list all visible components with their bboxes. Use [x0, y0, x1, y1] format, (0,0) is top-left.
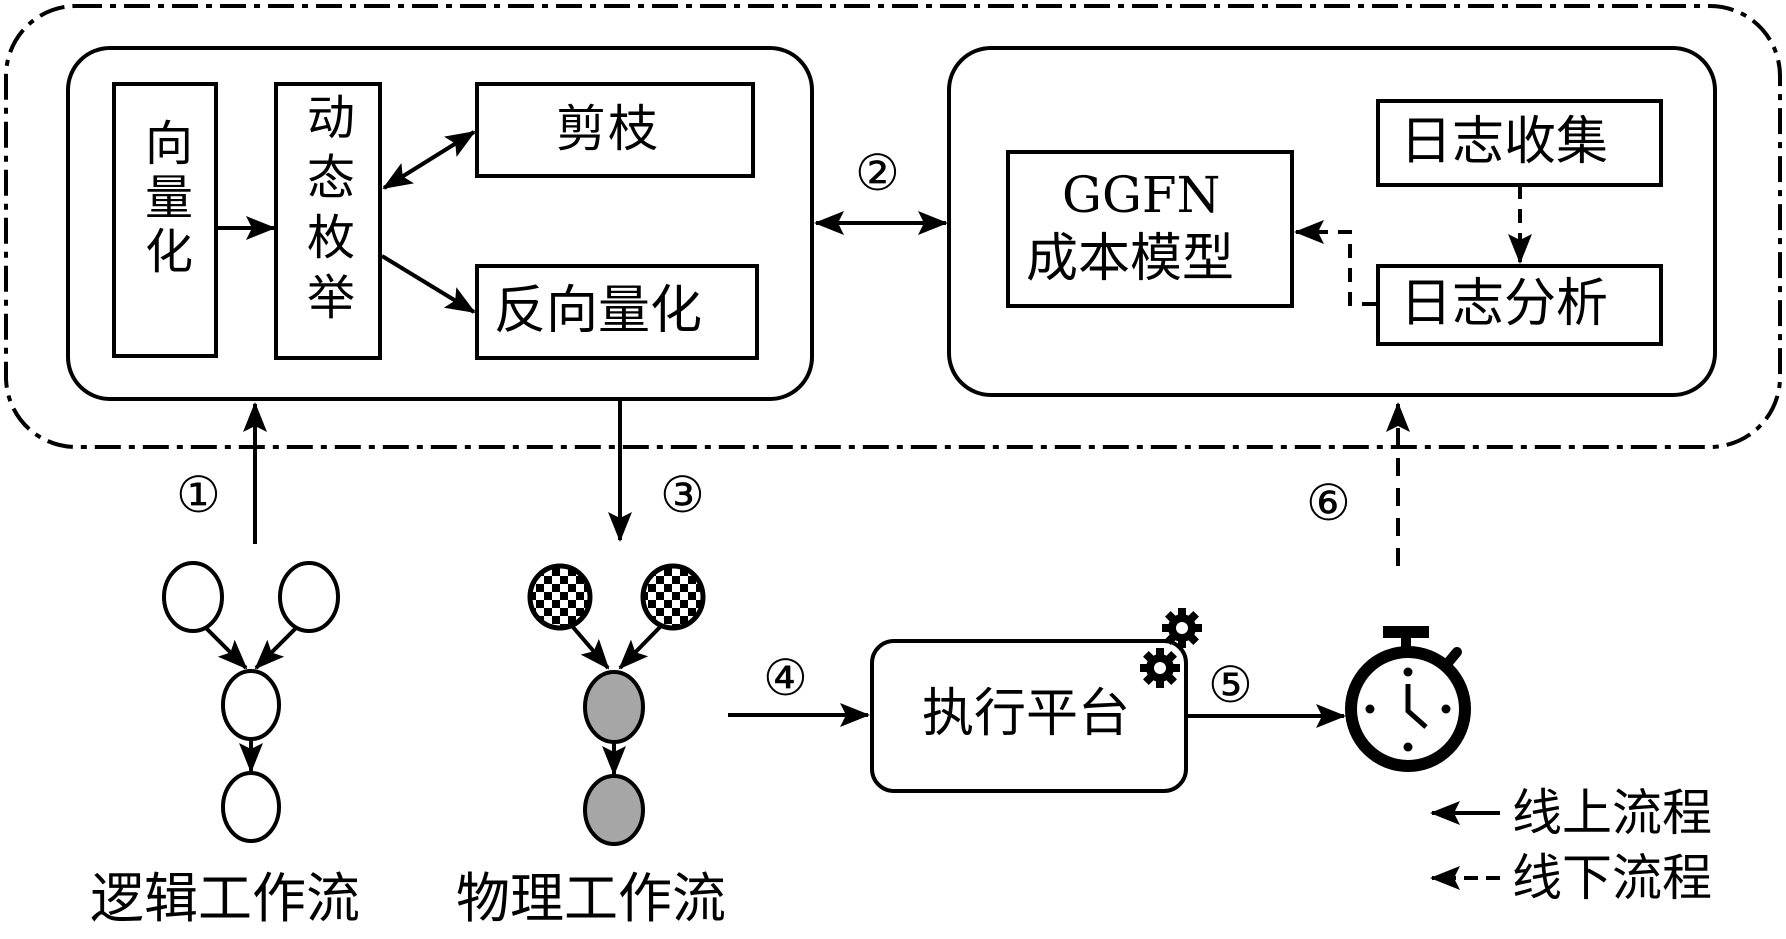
arrow-enum-pruning: [382, 130, 476, 190]
gear-icon: [1162, 608, 1202, 648]
logical-workflow-label: 逻辑工作流: [90, 867, 360, 930]
ggfn-label: GGFN: [1062, 166, 1221, 224]
log-analysis-box[interactable]: [1376, 264, 1663, 346]
physical-node-checkered: [640, 563, 706, 631]
physical-workflow-label: 物理工作流: [456, 867, 726, 930]
optimizer-module: [66, 46, 814, 401]
cost-model-label: 成本模型: [1026, 229, 1235, 289]
physical-edge: [618, 624, 663, 670]
physical-node-checkered: [527, 563, 593, 631]
execution-platform-box[interactable]: [870, 639, 1188, 793]
ggfn-cost-model-box[interactable]: [1006, 150, 1294, 308]
dynamic-enum-label: 动态枚举: [298, 92, 354, 332]
physical-workflow-graph: [527, 563, 706, 846]
dynamic-enum-box[interactable]: [274, 82, 382, 360]
step-5-label: ⑤: [1208, 656, 1253, 714]
vectorize-box[interactable]: [112, 82, 218, 358]
physical-node-gray: [583, 774, 645, 846]
log-collect-label: 日志收集: [1400, 112, 1609, 172]
devectorize-label: 反向量化: [494, 281, 703, 341]
logical-edge: [254, 626, 298, 670]
physical-edge: [570, 624, 610, 670]
logical-node: [221, 669, 281, 741]
step-3-label: ③: [660, 466, 705, 524]
step-1-label: ①: [176, 466, 221, 524]
devectorize-box[interactable]: [475, 264, 759, 360]
log-analysis-label: 日志分析: [1400, 274, 1609, 334]
logical-node: [278, 561, 340, 633]
legend-online-label: 线上流程: [1512, 784, 1712, 842]
legend: [1430, 801, 1500, 890]
log-collect-box[interactable]: [1376, 99, 1663, 187]
logical-workflow-graph: [162, 561, 340, 843]
pruning-box[interactable]: [475, 82, 755, 178]
gear-icon: [1140, 648, 1180, 688]
logical-node: [162, 561, 224, 633]
logical-edge: [204, 626, 248, 670]
dashed-arrow-analysis-to-model: [1294, 220, 1376, 306]
step-6-label: ⑥: [1306, 474, 1351, 532]
step-2-label: ②: [855, 144, 900, 202]
execution-platform-label: 执行平台: [922, 684, 1131, 744]
pruning-label: 剪枝: [556, 100, 660, 158]
arrow-enum-to-devectorize: [380, 254, 476, 314]
stopwatch-icon: [1345, 626, 1471, 772]
logical-node: [221, 771, 281, 843]
physical-node-gray: [583, 670, 645, 744]
legend-offline-label: 线下流程: [1512, 849, 1712, 907]
vectorize-label: 向量化: [136, 118, 192, 280]
step-4-label: ④: [763, 649, 808, 707]
cost-module: [947, 46, 1717, 397]
system-boundary: [4, 4, 1782, 449]
